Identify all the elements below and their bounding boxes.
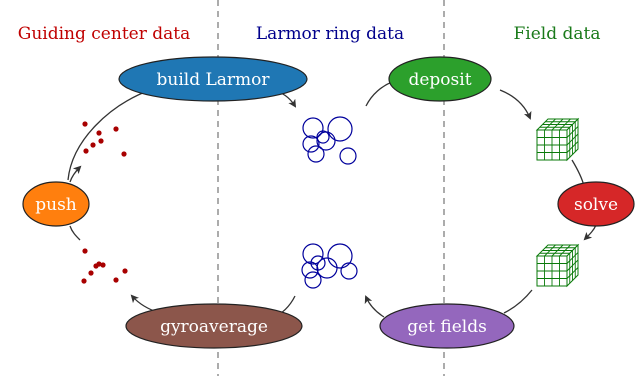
column-title-guiding-center: Guiding center data [18,24,190,44]
larmor-ring [340,262,358,280]
build-larmor-node: build Larmor [118,56,308,102]
particle-dot [82,248,88,254]
larmor-ring [327,243,353,269]
arrow-grid-to-solve [571,159,585,187]
larmor-ring [316,130,330,144]
arrow-particles-to-push [69,225,81,241]
particle-cloud-bottom [81,248,128,284]
particle-dot [113,126,119,132]
arrow-rings-to-deposit [365,81,393,107]
larmor-ring [302,135,320,153]
arrow-deposit-to-grid [499,89,532,120]
larmor-ring [307,145,325,163]
larmor-ring [310,255,326,271]
solve-label: solve [574,195,618,215]
particle-dot [83,148,89,154]
arrow-solve-to-grid [583,224,597,241]
particle-dot [90,142,96,148]
arrow-grid-to-getfields [503,289,533,314]
larmor-ring [302,243,324,265]
arrow-getfields-to-rings [364,295,385,318]
particle-dot [96,261,102,267]
push-label: push [35,195,77,215]
field-grid-top [535,117,580,162]
gyroaverage-node: gyroaverage [125,303,303,349]
larmor-rings-bottom [301,243,358,289]
get-fields-label: get fields [407,317,487,337]
gyroaverage-label: gyroaverage [160,317,268,337]
grid-line [566,141,579,153]
arrow-push-to-particles [69,165,82,183]
grid-line [566,267,579,279]
particle-dot [121,151,127,157]
larmor-rings-top [302,116,357,165]
solve-node: solve [557,181,635,227]
larmor-ring [339,147,357,165]
grid-line [559,118,571,131]
build-larmor-label: build Larmor [156,70,270,90]
deposit-node: deposit [388,56,492,102]
grid-line [566,133,579,146]
particle-dot [82,121,88,127]
particle-dot [98,138,104,144]
field-grid-bottom [535,243,580,288]
particle-dot [96,130,102,136]
arrow-push-to-build [67,89,151,181]
deposit-label: deposit [408,70,471,90]
particle-dot [100,262,106,268]
push-node: push [22,181,90,227]
particle-dot [88,270,94,276]
grid-line [566,259,579,272]
larmor-ring [327,116,353,142]
particle-dot [113,277,119,283]
larmor-ring [304,271,322,289]
column-title-field: Field data [513,24,600,44]
particle-dot [81,278,87,284]
grid-line [559,244,571,257]
particle-dot [122,268,128,274]
larmor-ring [316,257,338,279]
get-fields-node: get fields [379,303,515,349]
larmor-ring [302,117,324,139]
column-title-larmor-ring: Larmor ring data [256,24,404,44]
particle-cloud-top [82,121,127,157]
